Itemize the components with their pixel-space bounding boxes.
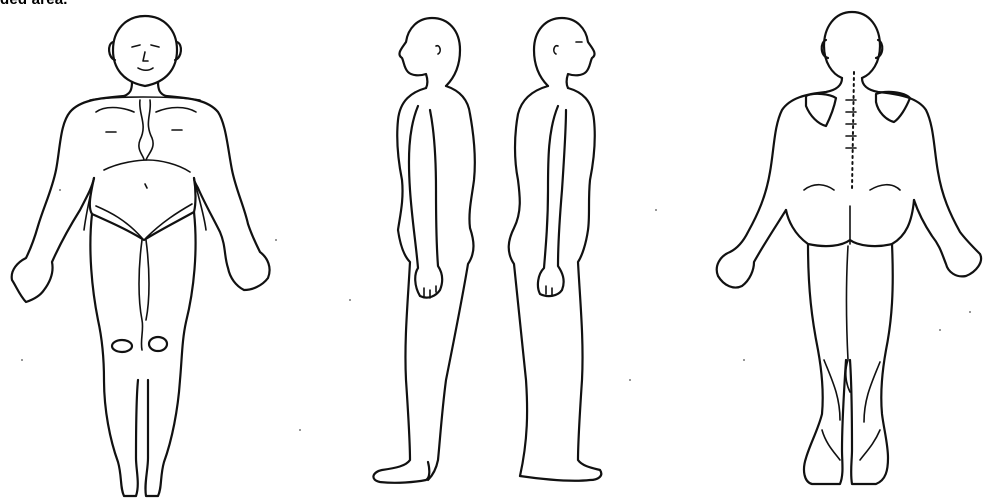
front-navel [145, 184, 147, 188]
back-spine [852, 72, 854, 190]
side-right-arm [538, 106, 566, 296]
side-left-body-front [373, 88, 429, 483]
front-sternum [139, 100, 153, 160]
scan-noise [21, 189, 971, 431]
front-groin-left [96, 206, 142, 238]
side-left-ear [436, 46, 440, 54]
front-pec-right [156, 108, 196, 113]
side-view-right-figure [509, 18, 602, 481]
side-left-head [399, 18, 460, 88]
back-view-figure [717, 12, 981, 484]
front-right-leg [145, 212, 195, 496]
front-right-knee [149, 337, 167, 351]
side-left-arm [409, 106, 442, 298]
back-right-leg [850, 244, 893, 484]
front-pelvis [90, 178, 196, 240]
back-spine-marks [846, 100, 856, 148]
front-right-side [166, 96, 270, 290]
front-ribcage [104, 160, 190, 172]
back-left-side [717, 78, 842, 288]
back-head [824, 12, 880, 78]
front-left-leg [90, 214, 138, 496]
side-right-head [534, 18, 595, 88]
front-groin-right [146, 204, 192, 238]
front-left-knee [112, 340, 132, 352]
front-neck [124, 82, 166, 96]
side-view-left-figure [373, 18, 474, 483]
front-inner-legs [139, 240, 149, 350]
front-pec-left [96, 108, 134, 113]
side-right-ear [554, 46, 558, 54]
back-left-scapula [806, 94, 836, 126]
front-view-figure [12, 16, 270, 496]
front-eyes [132, 45, 159, 47]
side-right-body-back [509, 86, 548, 476]
front-left-side [12, 96, 124, 302]
side-right-body-front [520, 88, 601, 481]
side-right-hand-lines [546, 286, 552, 296]
front-nose [143, 52, 148, 61]
back-inner-legs [846, 246, 850, 392]
front-head [113, 16, 177, 86]
front-mouth [138, 68, 153, 70]
